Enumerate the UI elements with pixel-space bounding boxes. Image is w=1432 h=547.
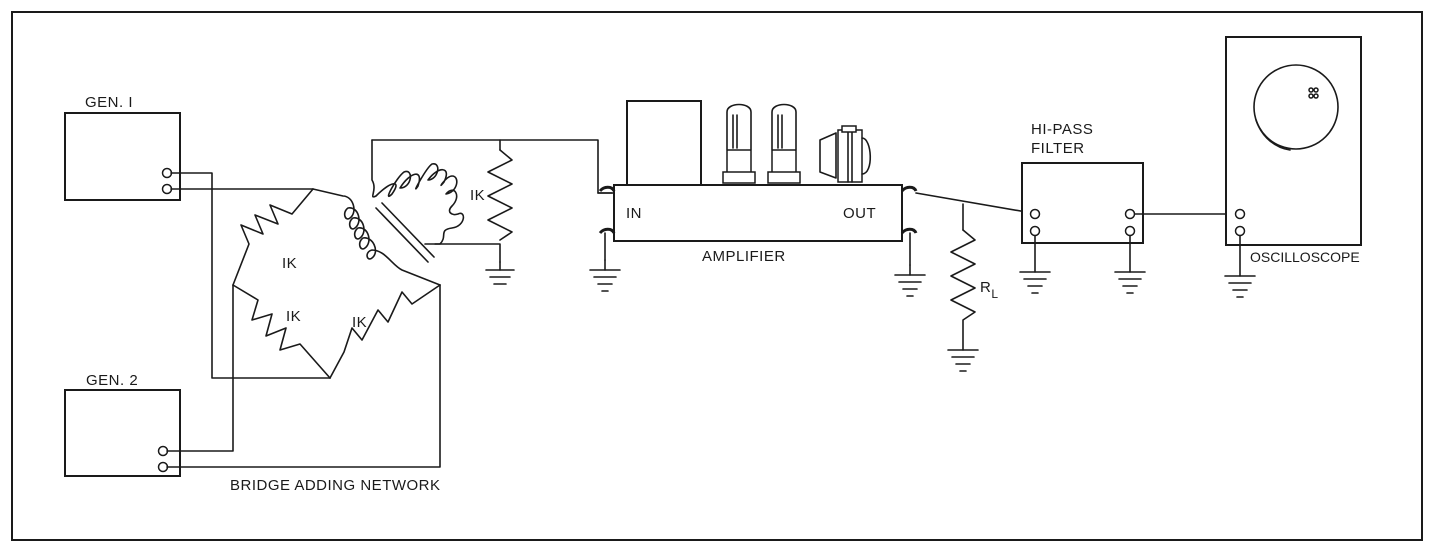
resistor-bridge-upper-label: IK xyxy=(282,255,297,272)
amp-in-connector-top xyxy=(597,185,616,194)
oscilloscope-knob-icon xyxy=(1308,87,1319,99)
ground-rl xyxy=(947,349,979,372)
ground-resistor-1k xyxy=(485,261,515,285)
hipass-filter xyxy=(1021,162,1144,244)
generator-1 xyxy=(64,112,181,201)
oscilloscope xyxy=(1225,36,1362,246)
resistor-bridge-lower-right xyxy=(329,284,441,379)
generator-2-label: GEN. 2 xyxy=(86,372,138,389)
amplifier-chassis xyxy=(613,184,903,242)
amplifier-label: AMPLIFIER xyxy=(702,248,786,265)
filter-output-terminal-top xyxy=(1124,208,1136,220)
ground-filter-out xyxy=(1114,271,1146,294)
resistor-bridge-upper-left xyxy=(232,188,314,286)
ground-filter-in xyxy=(1019,271,1051,294)
transformer-primary-coil xyxy=(312,188,441,286)
filter-input-terminal-bottom xyxy=(1029,225,1041,237)
oscilloscope-label-bg xyxy=(1248,248,1364,266)
bridge-network-label: BRIDGE ADDING NETWORK xyxy=(230,477,441,494)
amplifier-out-label: OUT xyxy=(843,205,876,222)
transformer-secondary-coil xyxy=(371,139,465,245)
diagram-frame xyxy=(11,11,1423,541)
capacitor-can xyxy=(819,125,872,183)
amplifier-in-label: IN xyxy=(626,205,642,222)
generator-2 xyxy=(64,389,181,477)
generator-1-terminal-top xyxy=(161,167,173,179)
ground-amp-in xyxy=(589,259,621,292)
wire-gen2-bottom-to-bridge-right xyxy=(166,284,441,468)
bridge-network xyxy=(166,172,441,468)
transformer xyxy=(371,139,465,263)
transformer-core-line-1 xyxy=(375,207,429,263)
hipass-filter-label-line2: FILTER xyxy=(1031,140,1085,157)
wire-secondary-to-ground xyxy=(434,243,501,263)
wire-amp-out-to-filter xyxy=(915,192,1033,214)
oscilloscope-screen-shadow xyxy=(1255,119,1291,151)
resistor-bridge-lower-right-label: IK xyxy=(352,314,367,331)
hipass-filter-box xyxy=(1021,162,1144,244)
resistor-bridge-lower-left-label: IK xyxy=(286,308,301,325)
oscilloscope-label: OSCILLOSCOPE xyxy=(1250,249,1360,265)
ground-amp-out xyxy=(894,264,926,297)
resistor-bridge-lower-left xyxy=(232,284,331,379)
resistor-1k-label: IK xyxy=(470,187,485,204)
resistor-rl-label: RL xyxy=(980,279,999,301)
generator-2-terminal-top xyxy=(157,445,169,457)
oscilloscope-terminal-bottom xyxy=(1234,225,1246,237)
oscilloscope-screen xyxy=(1253,64,1339,150)
generator-1-box xyxy=(64,112,181,201)
generator-2-terminal-bottom xyxy=(157,461,169,473)
amp-out-connector-bottom xyxy=(900,227,918,266)
hipass-filter-label-line1: HI-PASS xyxy=(1031,121,1093,138)
oscilloscope-terminal-top xyxy=(1234,208,1246,220)
ground-oscilloscope xyxy=(1224,275,1256,298)
filter-input-terminal-top xyxy=(1029,208,1041,220)
amp-in-connector-bottom xyxy=(598,227,616,261)
filter-output-terminal-bottom xyxy=(1124,225,1136,237)
resistor-rl xyxy=(950,229,976,351)
generator-2-box xyxy=(64,389,181,477)
resistor-1k-vertical xyxy=(487,149,513,241)
oscilloscope-body xyxy=(1225,36,1362,246)
amplifier xyxy=(597,100,918,266)
wire-gen1-top-to-bridge-bottom xyxy=(170,172,331,379)
vacuum-tube-2 xyxy=(767,103,801,184)
wire-gen2-top-to-bridge-left xyxy=(166,284,234,452)
amplifier-transformer-block xyxy=(626,100,702,186)
generator-1-label: GEN. I xyxy=(85,94,133,111)
generator-1-terminal-bottom xyxy=(161,183,173,195)
transformer-core-line-2 xyxy=(381,202,435,258)
vacuum-tube-1 xyxy=(722,103,756,184)
amp-out-connector-top xyxy=(900,185,918,193)
